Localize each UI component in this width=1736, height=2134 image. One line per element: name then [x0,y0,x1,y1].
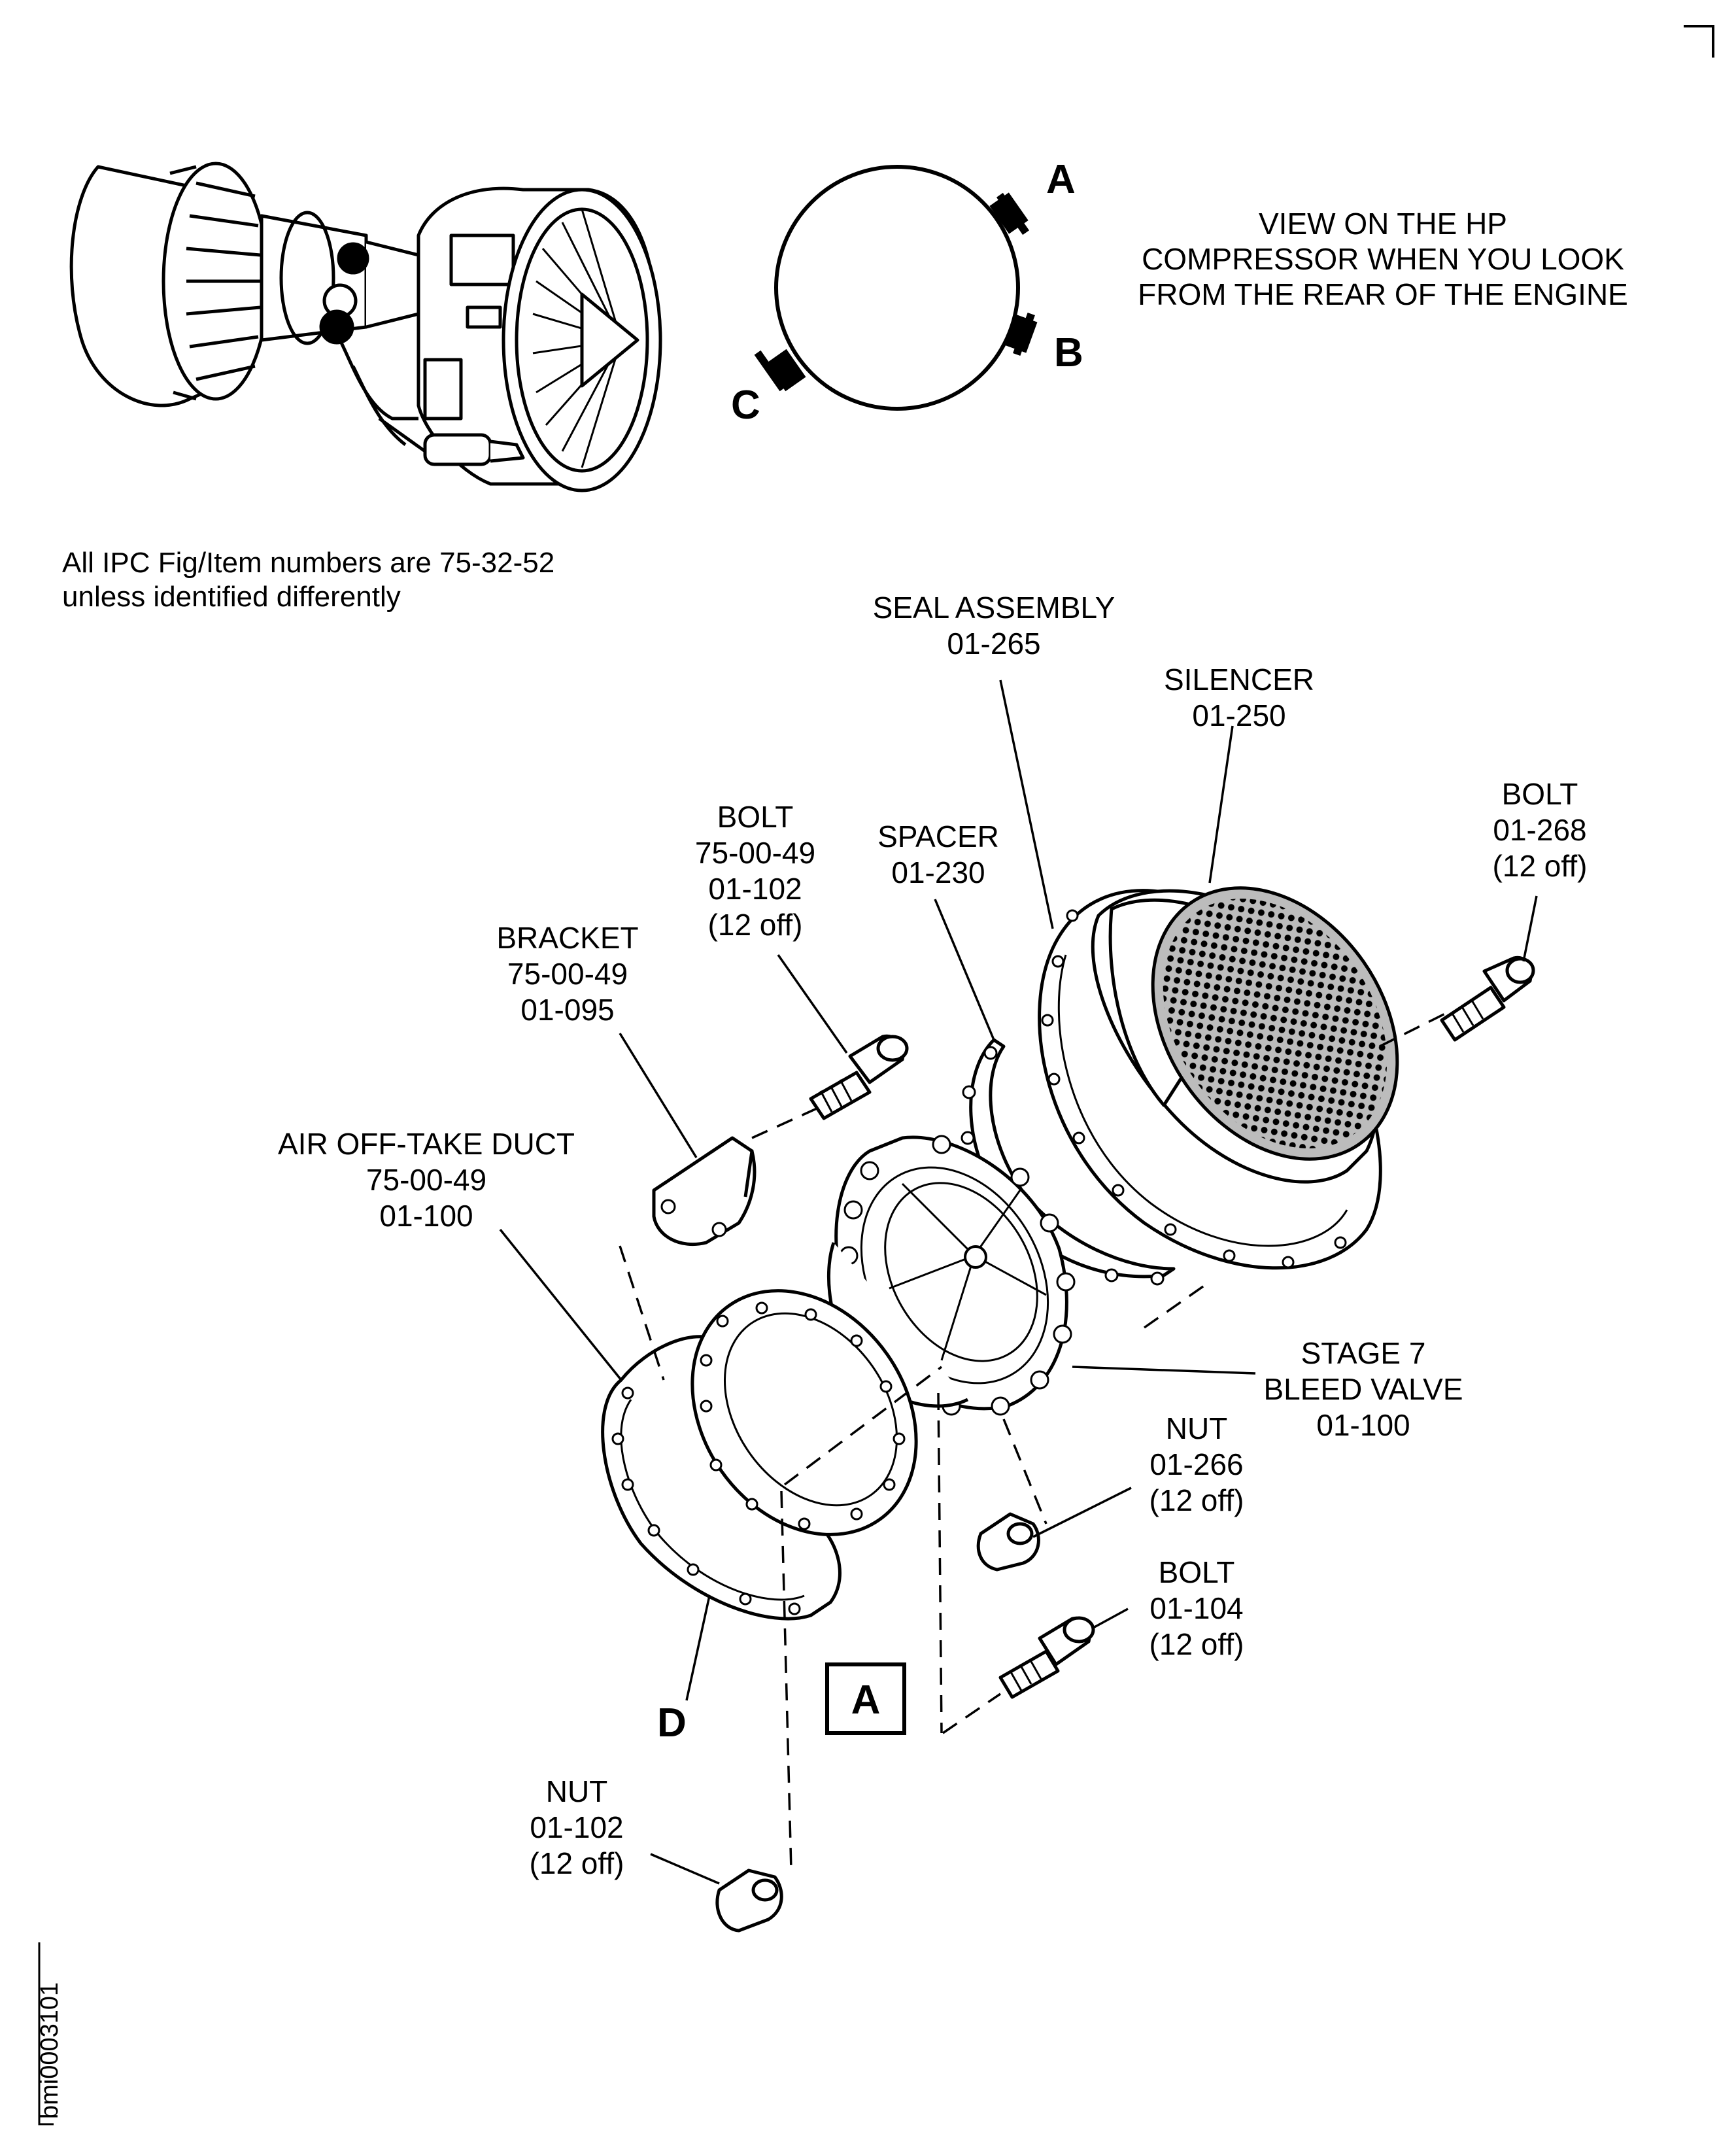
corner-mark [1684,25,1714,58]
svg-text:SEAL ASSEMBLY: SEAL ASSEMBLY [873,591,1115,625]
svg-text:NUT: NUT [546,1774,608,1808]
label-air-duct: AIR OFF-TAKE DUCT 75-00-49 01-100 [278,1127,575,1233]
label-nut-mid: NUT 01-266 (12 off) [1149,1411,1244,1517]
nut-mid-icon [976,1512,1040,1572]
svg-text:01-102: 01-102 [530,1810,623,1844]
label-bolt-low: BOLT 01-104 (12 off) [1149,1555,1244,1661]
svg-text:01-095: 01-095 [520,993,614,1027]
svg-text:01-100: 01-100 [1316,1408,1410,1442]
svg-text:75-00-49: 75-00-49 [695,836,815,870]
view-caption-line3: FROM THE REAR OF THE ENGINE [1138,277,1628,311]
note-line2: unless identified differently [62,581,401,613]
svg-text:BOLT: BOLT [1502,777,1578,811]
svg-text:BLEED VALVE: BLEED VALVE [1263,1372,1463,1406]
svg-text:01-265: 01-265 [947,627,1040,661]
svg-text:01-250: 01-250 [1192,698,1285,732]
svg-text:SPACER: SPACER [877,819,999,853]
svg-text:(12 off): (12 off) [530,1846,624,1880]
label-bleed-valve: STAGE 7 BLEED VALVE 01-100 [1263,1336,1463,1442]
marker-d: D [657,1700,687,1746]
svg-text:01-104: 01-104 [1149,1591,1243,1625]
note-line1: All IPC Fig/Item numbers are 75-32-52 [62,547,554,579]
view-caption-line2: COMPRESSOR WHEN YOU LOOK [1142,242,1624,276]
svg-text:(12 off): (12 off) [1149,1627,1244,1661]
view-letter-c: C [731,383,760,428]
figure-id: bmi0003101 [36,1982,63,2119]
svg-text:STAGE 7: STAGE 7 [1301,1336,1426,1370]
assembly-centerlines [619,1012,1446,1871]
svg-text:(12 off): (12 off) [708,908,803,942]
svg-text:75-00-49: 75-00-49 [507,957,628,991]
svg-text:AIR OFF-TAKE DUCT: AIR OFF-TAKE DUCT [278,1127,575,1161]
svg-text:01-230: 01-230 [891,855,985,889]
svg-text:01-266: 01-266 [1149,1447,1243,1481]
svg-text:BRACKET: BRACKET [496,921,638,955]
leader-lines [499,680,1538,1885]
label-bolt-right: BOLT 01-268 (12 off) [1493,777,1588,883]
svg-text:01-102: 01-102 [708,872,802,906]
view-caption: VIEW ON THE HP COMPRESSOR WHEN YOU LOOK … [1138,207,1628,311]
label-seal-assembly: SEAL ASSEMBLY 01-265 [873,591,1115,661]
svg-text:BOLT: BOLT [717,800,794,834]
label-bracket: BRACKET 75-00-49 01-095 [496,921,638,1027]
label-silencer: SILENCER 01-250 [1164,663,1314,732]
view-caption-line1: VIEW ON THE HP [1259,207,1507,241]
bolt-top-icon [809,1034,909,1120]
marker-a-label: A [851,1678,881,1723]
bolt-right-icon [1440,955,1535,1042]
silencer-icon [1038,886,1399,1270]
svg-text:(12 off): (12 off) [1493,849,1588,883]
figure-id-bracket [38,1942,54,2125]
view-letter-a: A [1046,157,1076,202]
nut-bottom-icon [715,1868,783,1933]
label-spacer: SPACER 01-230 [877,819,999,889]
svg-text:NUT: NUT [1166,1411,1228,1445]
engine-icon [69,162,662,492]
hp-compressor-view [754,165,1038,411]
label-nut-bottom: NUT 01-102 (12 off) [530,1774,624,1880]
svg-text:75-00-49: 75-00-49 [366,1163,486,1197]
svg-text:BOLT: BOLT [1159,1555,1235,1589]
svg-text:(12 off): (12 off) [1149,1483,1244,1517]
svg-text:01-268: 01-268 [1493,813,1586,847]
label-bolt-top: BOLT 75-00-49 01-102 (12 off) [695,800,815,942]
marker-a-box [825,1662,906,1735]
duct-icon [601,1289,918,1621]
bolt-low-icon [998,1616,1095,1699]
view-letter-b: B [1054,330,1083,375]
bracket-icon [652,1136,757,1247]
svg-text:SILENCER: SILENCER [1164,663,1314,697]
svg-text:01-100: 01-100 [379,1199,473,1233]
